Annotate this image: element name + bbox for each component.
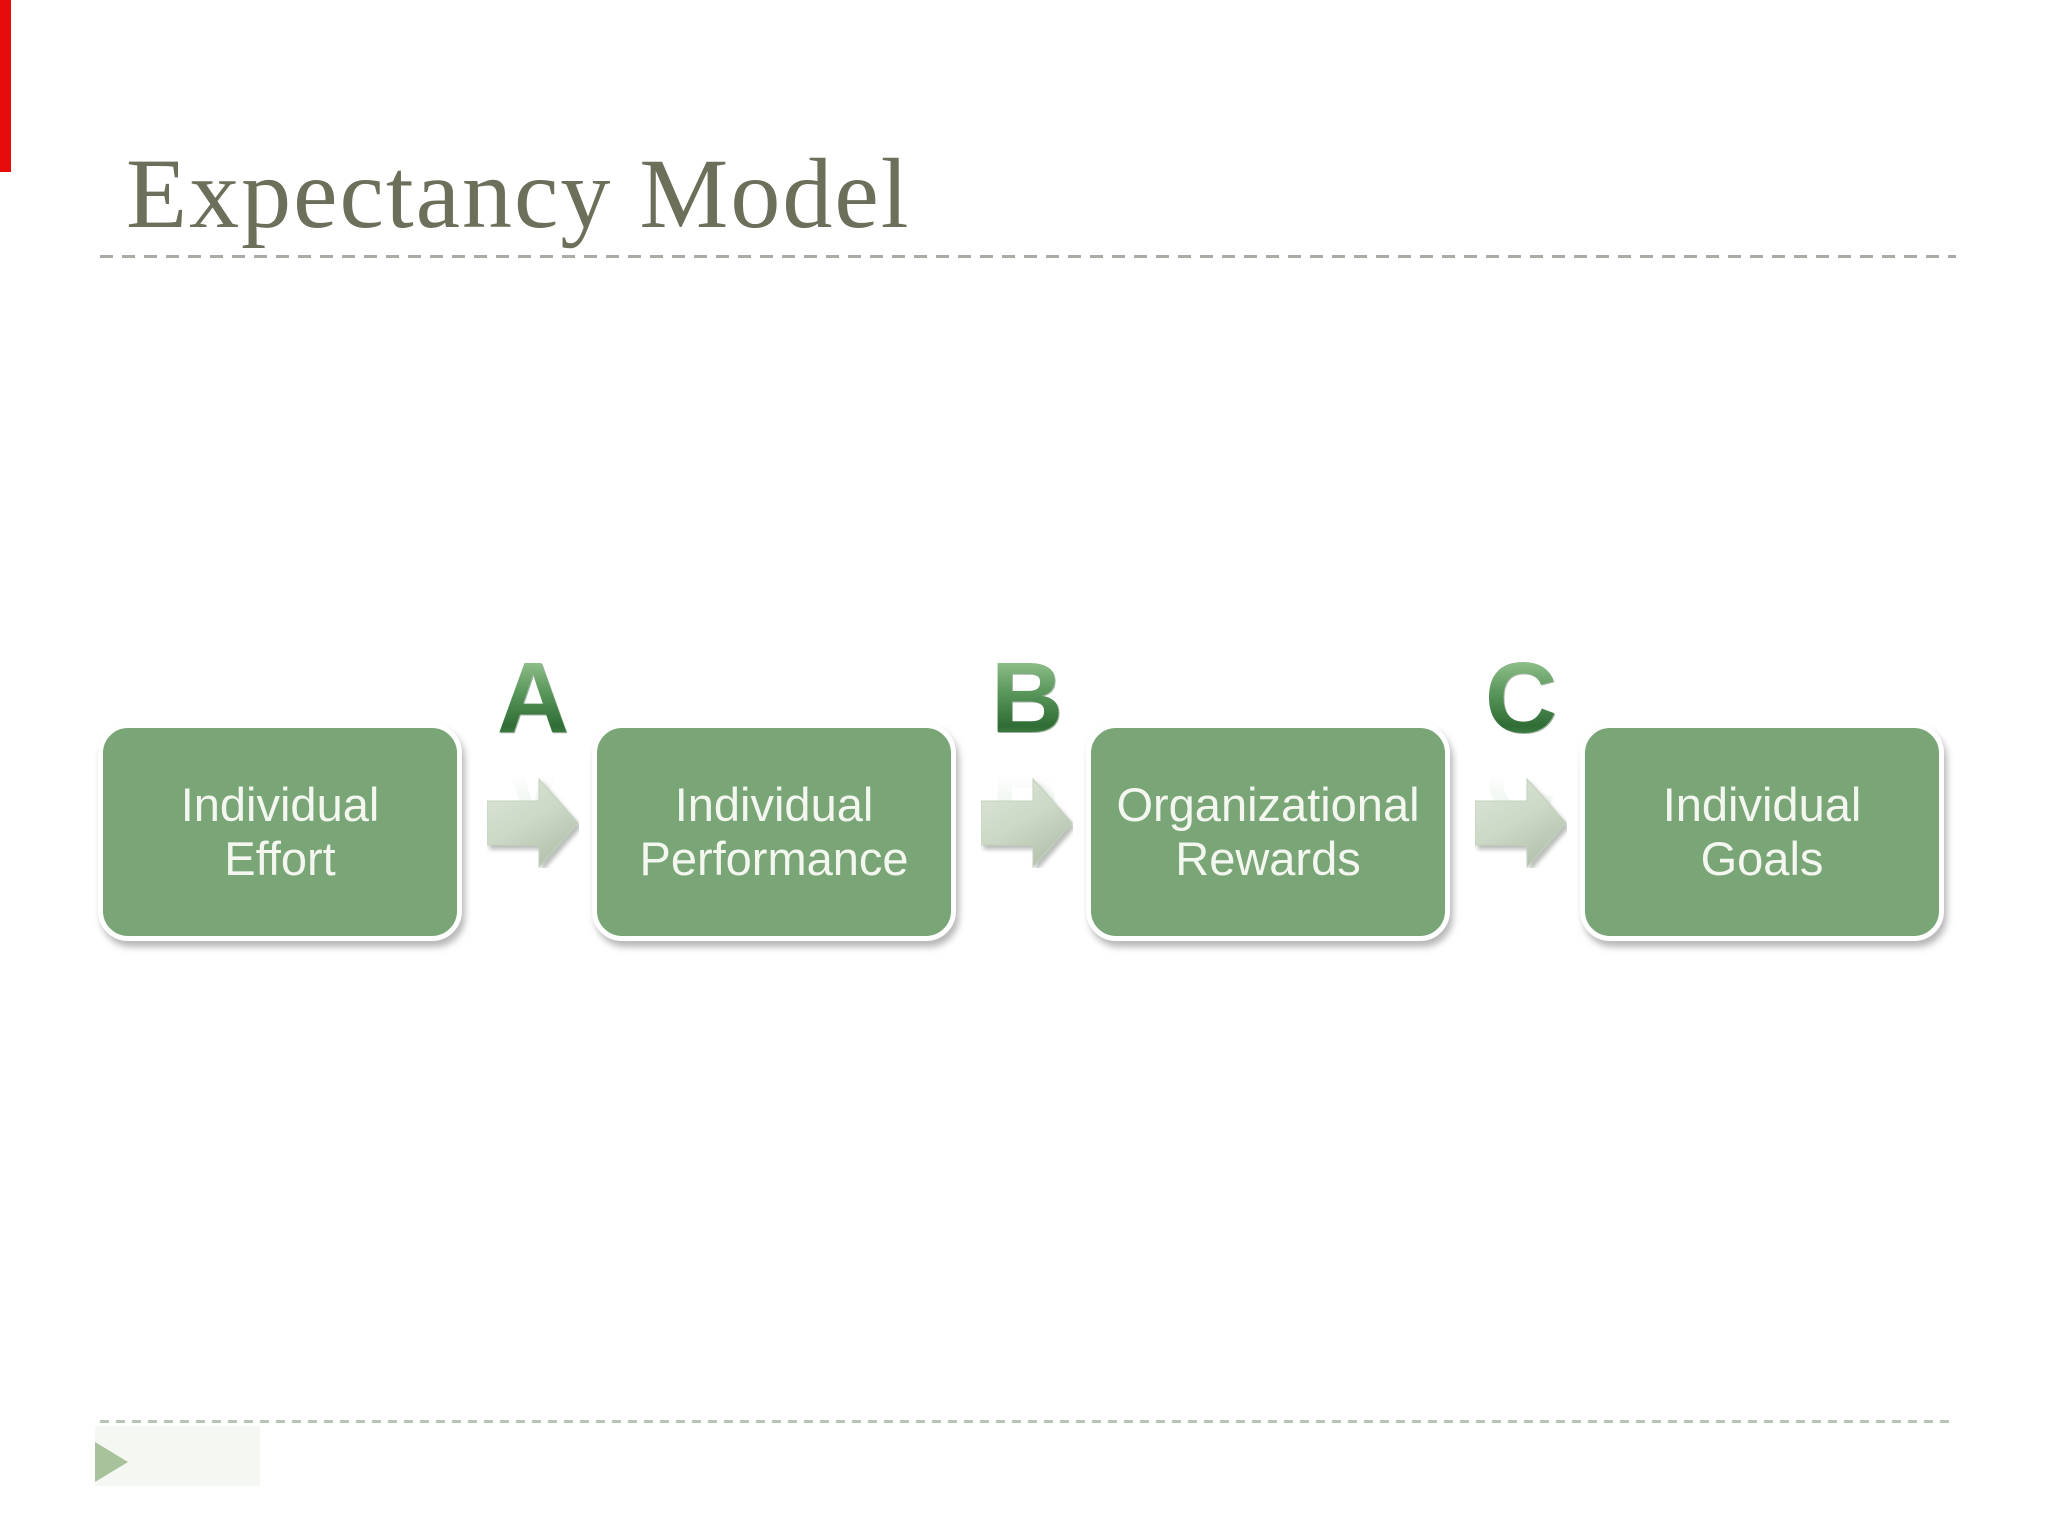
flow-box-individual-effort: Individual Effort: [98, 723, 462, 941]
flow-arrow-icon: [981, 778, 1073, 868]
connector-letter-b: B B: [967, 648, 1087, 836]
flow-box-individual-performance: Individual Performance: [592, 723, 956, 941]
flow-box-label-line: Individual: [180, 778, 380, 831]
slide-title: Expectancy Model: [126, 138, 911, 249]
letter-glyph: A: [473, 648, 593, 748]
flow-box-label-line: Organizational: [1116, 778, 1420, 831]
letter-glyph: C: [1461, 648, 1581, 748]
flow-box-individual-goals: Individual Goals: [1580, 723, 1944, 941]
flow-box-label-line: Individual: [1662, 778, 1862, 831]
red-accent-bar: [0, 0, 11, 172]
connector-letter-a: A A: [473, 648, 593, 836]
flow-arrow-icon: [487, 778, 579, 868]
footer-divider: [100, 1420, 1956, 1423]
flow-arrow-icon: [1475, 778, 1567, 868]
flow-box-label-line: Performance: [639, 832, 909, 885]
flow-box-organizational-rewards: Organizational Rewards: [1086, 723, 1450, 941]
flow-box-label-line: Effort: [224, 832, 336, 885]
flow-box-label-line: Individual: [674, 778, 874, 831]
letter-glyph: B: [967, 648, 1087, 748]
footer-triangle-icon: [95, 1442, 128, 1482]
flow-box-label-line: Rewards: [1175, 832, 1361, 885]
title-divider: [100, 255, 1956, 258]
connector-letter-c: C C: [1461, 648, 1581, 836]
flow-box-label-line: Goals: [1700, 832, 1824, 885]
